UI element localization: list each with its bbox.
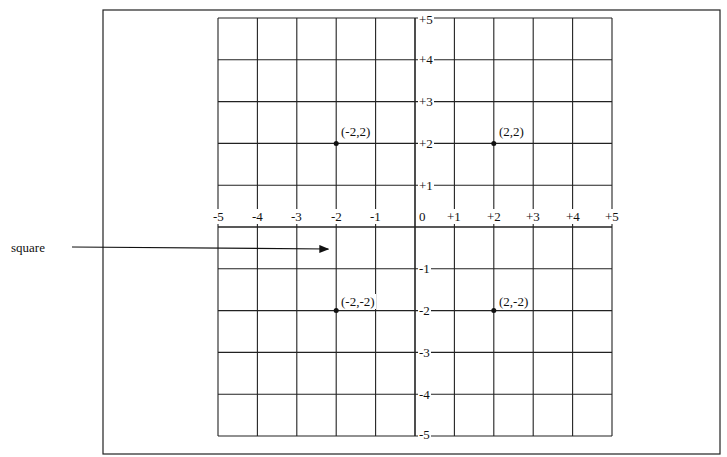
point-label: (-2,-2) [340,294,376,309]
axis-number: +1 [446,209,462,224]
axis-number: -4 [251,209,264,224]
grid-line [218,310,612,311]
grid-line [493,18,494,436]
outer-frame [103,10,720,454]
axis-number: +4 [565,209,581,224]
axis-number: +3 [525,209,541,224]
axis-number: -1 [369,209,382,224]
axis-number: -3 [418,345,431,360]
point-dots [334,141,497,313]
axis-number: +2 [486,209,502,224]
grid-line [218,352,612,353]
grid-line [218,226,612,228]
axis-number: +5 [418,12,434,27]
axis-number: +4 [418,52,434,67]
grid-line [611,18,612,436]
point-label: (2,-2) [498,294,529,309]
axis-number: +2 [418,136,434,151]
axis-number: +5 [604,209,620,224]
point-dot [334,308,339,313]
axis-number: +3 [418,94,434,109]
grid-lines [218,18,612,436]
axis-number: -4 [418,387,431,402]
grid-line [454,18,455,436]
point-label: (2,2) [498,124,525,139]
grid-line [533,18,534,436]
grid-line [218,435,612,436]
point-dot [491,141,496,146]
axis-number: +1 [418,178,434,193]
axis-number: -1 [418,261,431,276]
point-label: (-2,2) [340,124,371,139]
point-dot [491,308,496,313]
leader-arrow [72,247,328,249]
callout-label: square [10,240,46,255]
axis-number: 0 [418,209,427,224]
axis-number: -2 [330,209,343,224]
axis-number: -3 [290,209,303,224]
point-dot [334,141,339,146]
axis-number: -5 [212,209,225,224]
grid-line [218,394,612,395]
axis-number: -2 [418,303,431,318]
axis-number: -5 [418,427,431,442]
grid-line [572,18,573,436]
grid-line [218,268,612,269]
